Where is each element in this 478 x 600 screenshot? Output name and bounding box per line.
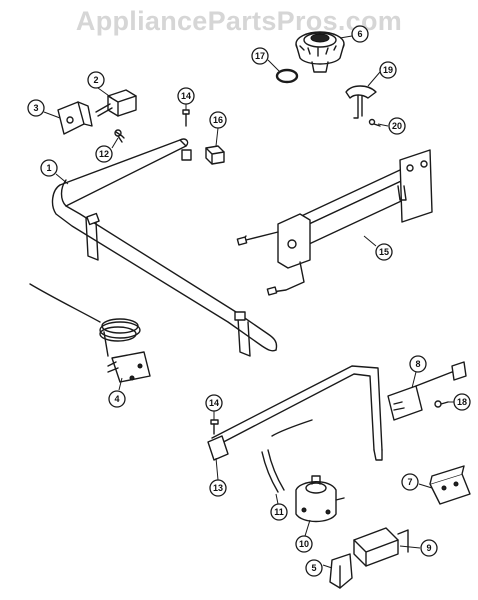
spark-module (429, 465, 471, 505)
callout-label: 9 (426, 543, 431, 553)
gas-tube (261, 419, 313, 493)
callout-12: 12 (95, 145, 113, 163)
callout-label: 19 (383, 65, 393, 75)
ignition-switch (57, 101, 93, 135)
callout-label: 14 (181, 91, 191, 101)
callout-20: 20 (388, 117, 406, 135)
callout-label: 13 (213, 483, 223, 493)
callout-6: 6 (351, 25, 369, 43)
callout-label: 8 (415, 359, 420, 369)
callout-label: 17 (255, 51, 265, 61)
callout-16: 16 (209, 111, 227, 129)
watermark-logo: AppliancePartsPros.com (75, 6, 403, 36)
callout-label: 5 (311, 563, 316, 573)
lower-manifold (207, 365, 383, 461)
screw-14-upper (182, 109, 190, 127)
callout-19: 19 (379, 61, 397, 79)
callout-13: 13 (209, 479, 227, 497)
callout-label: 7 (407, 477, 412, 487)
callout-label: 20 (392, 121, 402, 131)
valve-connector (95, 89, 137, 117)
callout-10: 10 (295, 535, 313, 553)
callout-4: 4 (108, 390, 126, 408)
callout-15: 15 (375, 243, 393, 261)
callout-label: 2 (93, 75, 98, 85)
callout-14-lower: 14 (205, 394, 223, 412)
callout-label: 18 (457, 397, 467, 407)
callout-label: 12 (99, 149, 109, 159)
screw-12 (114, 129, 125, 143)
callout-label: 14 (209, 398, 219, 408)
igniter (387, 361, 467, 421)
leader-lines (43, 35, 454, 569)
bracket-19 (345, 85, 377, 119)
o-ring (275, 68, 299, 84)
callout-1: 1 (40, 159, 58, 177)
callout-label: 4 (114, 394, 119, 404)
callout-label: 6 (357, 29, 362, 39)
callout-5: 5 (305, 559, 323, 577)
callout-9: 9 (420, 539, 438, 557)
callout-label: 10 (299, 539, 309, 549)
manifold-bar (51, 138, 278, 357)
pressure-regulator (353, 527, 409, 567)
screw-18 (434, 400, 449, 408)
callout-3: 3 (27, 99, 45, 117)
bracket-5 (329, 553, 353, 589)
callout-label: 1 (46, 163, 51, 173)
callout-label: 15 (379, 247, 389, 257)
thermostat (29, 283, 151, 383)
callout-label: 11 (274, 507, 284, 517)
callout-2: 2 (87, 71, 105, 89)
burner-assembly (236, 149, 433, 296)
burner-head (295, 31, 345, 73)
callout-label: 16 (213, 115, 223, 125)
callout-label: 3 (33, 103, 38, 113)
callout-11: 11 (270, 503, 288, 521)
callout-8: 8 (409, 355, 427, 373)
gas-valve (295, 475, 345, 523)
callout-17: 17 (251, 47, 269, 65)
clip-16 (205, 145, 225, 165)
screw-20 (368, 118, 381, 127)
callout-14-upper: 14 (177, 87, 195, 105)
callout-18: 18 (453, 393, 471, 411)
callout-7: 7 (401, 473, 419, 491)
